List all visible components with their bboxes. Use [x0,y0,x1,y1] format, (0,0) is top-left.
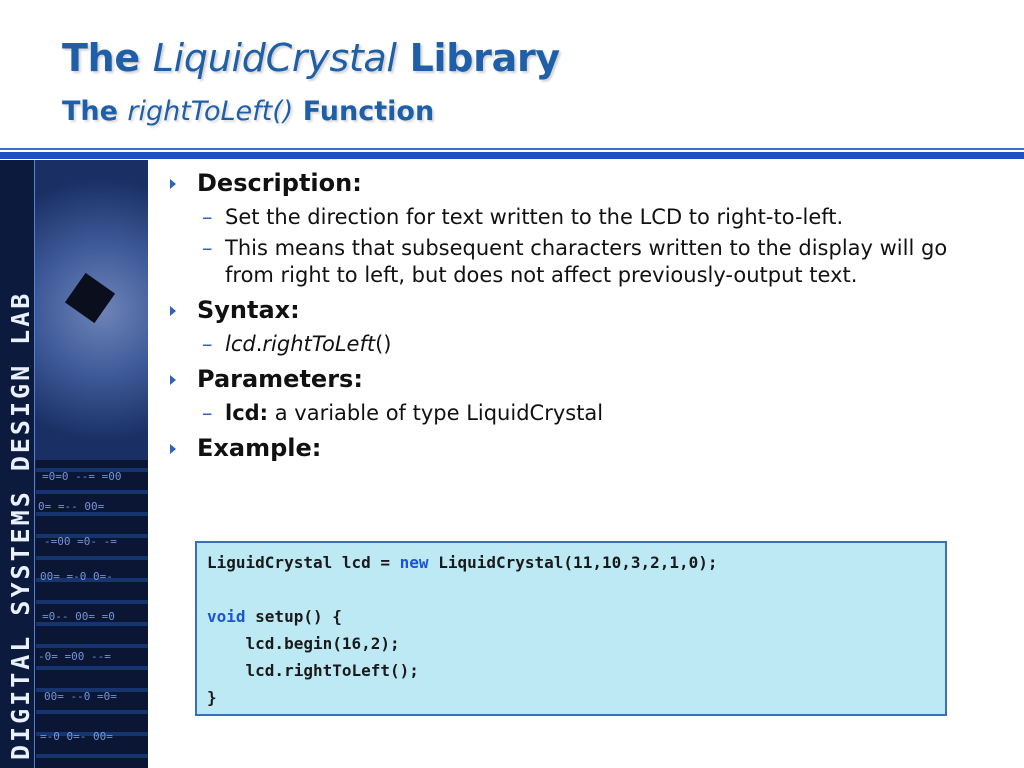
dash-icon: – [202,332,213,356]
header-rule-bar [0,152,1024,159]
title-italic: LiquidCrystal [152,36,397,80]
binary-pattern-image: =0=0 --= =00 0= =-- 00= -=00 =0- -= 00= … [36,460,148,768]
code-line-4: lcd.begin(16,2); [207,634,400,653]
sidebar-strip [0,160,35,768]
dash-icon: – [202,401,213,425]
code-line-1: LiguidCrystal lcd = new LiquidCrystal(11… [207,553,718,572]
page-title: The LiquidCrystal Library [62,36,560,80]
header-rule-thin [0,148,1024,150]
slide-content: Description: – Set the direction for tex… [168,168,988,469]
code-line-3: void setup() { [207,607,342,626]
sidebar-lab-label: DIGITAL SYSTEMS DESIGN LAB [6,290,35,760]
dash-icon: – [202,205,213,229]
triangle-right-icon [170,179,176,189]
triangle-right-icon [170,444,176,454]
triangle-right-icon [170,375,176,385]
code-line-6: } [207,688,217,707]
code-example-box: LiguidCrystal lcd = new LiquidCrystal(11… [195,541,947,716]
bullet-syntax: Syntax: [168,295,988,325]
page-subtitle: The rightToLeft() Function [62,96,435,127]
bullet-example: Example: [168,433,988,463]
sidebar-decoration: =0=0 --= =00 0= =-- 00= -=00 =0- -= 00= … [0,160,148,768]
title-block: The LiquidCrystal Library The rightToLef… [62,36,560,127]
code-line-5: lcd.rightToLeft(); [207,661,419,680]
sub-item: – Set the direction for text written to … [202,205,844,229]
triangle-right-icon [170,306,176,316]
dash-icon: – [202,236,213,260]
subtitle-italic: rightToLeft() [127,96,294,127]
sub-item: – lcd.rightToLeft() [202,332,392,356]
bullet-parameters: Parameters: [168,364,988,394]
sub-item: – This means that subsequent characters … [202,236,948,287]
bullet-description: Description: [168,168,988,198]
sub-item: – lcd: a variable of type LiquidCrystal [202,401,604,425]
